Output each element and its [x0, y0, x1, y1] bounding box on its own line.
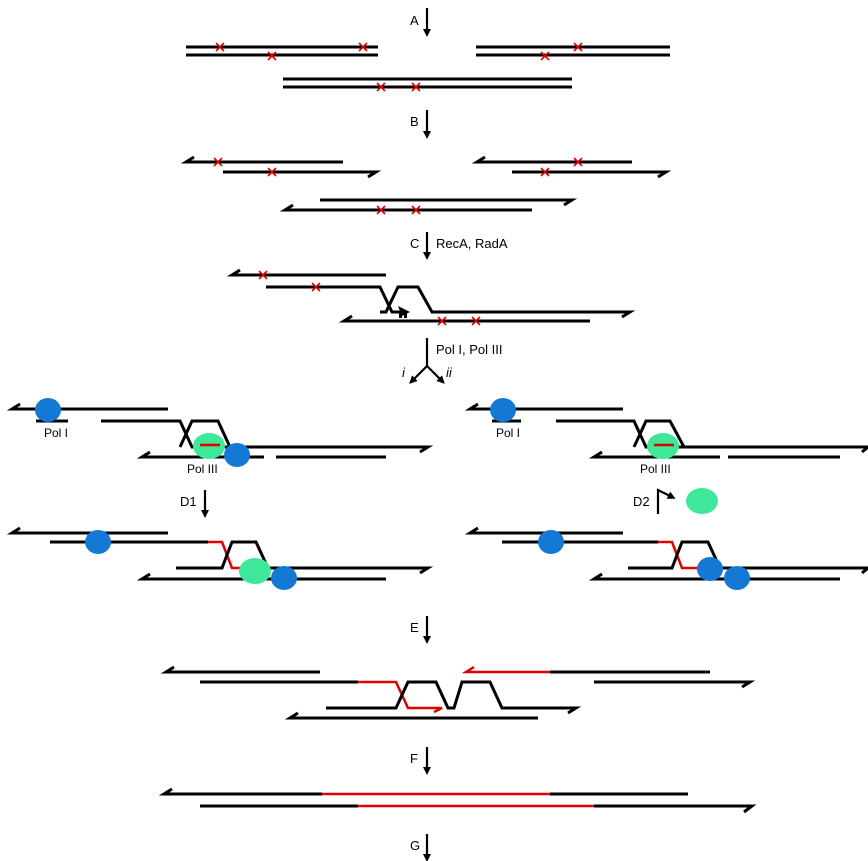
mismatch-mark — [573, 42, 583, 52]
mismatch-mark — [573, 157, 583, 167]
strand-di-3 — [178, 419, 434, 454]
row-a-duplexes — [186, 45, 670, 89]
strand-d2-3 — [628, 540, 868, 575]
pol-iii-label-i: Pol III — [187, 462, 218, 476]
primer-tick-1 — [399, 312, 402, 318]
duplex-left — [186, 45, 378, 57]
strand-dii-3 — [632, 419, 868, 454]
row-c-invasion — [226, 268, 636, 323]
mismatch-mark — [311, 282, 321, 292]
row-b-strands — [180, 155, 672, 212]
pol-i-blob-d1 — [85, 530, 111, 554]
strand-b5 — [320, 198, 578, 207]
mismatch-mark — [471, 316, 481, 326]
mismatch-mark — [376, 205, 386, 215]
d1-result — [6, 526, 434, 590]
strand-c1 — [226, 268, 386, 277]
strand-b6 — [279, 203, 532, 212]
pol-i-blob-d1-2 — [271, 566, 297, 590]
strand-c3 — [380, 285, 620, 314]
strand-dii-1 — [464, 402, 623, 411]
branch-i-complex: Pol I Pol III — [6, 398, 434, 476]
row-e-junctions — [160, 665, 756, 720]
pol-i-blob-ii — [490, 398, 516, 422]
strand-c4 — [338, 314, 590, 323]
strand-c2 — [266, 285, 406, 314]
step-b-label: B — [410, 114, 419, 129]
strand-e4 — [594, 680, 756, 689]
mismatch-mark — [267, 167, 277, 177]
step-g-label: G — [410, 838, 420, 853]
strand-f1-left — [158, 787, 322, 796]
strand-e1 — [160, 665, 320, 674]
branch-i-arrow — [409, 365, 428, 384]
strand-dii-2 — [556, 419, 720, 449]
step-d2-label: D2 — [633, 494, 650, 509]
strand-di-2 — [101, 419, 266, 449]
step-d1-label: D1 — [180, 494, 197, 509]
strand-b1 — [180, 155, 343, 164]
step-c-note: RecA, RadA — [436, 236, 508, 251]
pol-iii-blob-d1 — [239, 558, 271, 584]
strand-d1-1 — [6, 526, 168, 535]
strand-f2-right — [594, 804, 757, 814]
mismatch-mark — [376, 82, 386, 92]
mismatch-mark — [411, 82, 421, 92]
strand-c3-end — [432, 310, 636, 319]
strand-di-1 — [6, 402, 168, 411]
step-f-label: F — [410, 751, 418, 766]
branch-ii-label: ii — [446, 365, 453, 380]
strand-dii-4 — [588, 450, 840, 459]
branch-ii-arrow — [426, 365, 445, 384]
pol-iii-label-ii: Pol III — [640, 462, 671, 476]
pol-i-blob-d2-2 — [697, 557, 723, 581]
new-strand-e-left — [358, 680, 443, 714]
pol-i-blob-d2 — [538, 530, 564, 554]
new-strand-e-right — [461, 665, 550, 674]
step-d2-arrow — [656, 488, 676, 514]
strand-d1-3 — [176, 540, 434, 575]
primer-tick-2 — [404, 312, 407, 318]
mismatch-mark — [540, 51, 550, 61]
pol-i-blob — [35, 398, 61, 422]
duplex-right — [476, 45, 670, 57]
pol-iii-released-blob — [686, 488, 718, 514]
pol-i-blob-d2-3 — [724, 566, 750, 590]
pol-i-label-ii: Pol I — [496, 426, 520, 440]
strand-b3 — [471, 155, 632, 164]
strand-di-4 — [136, 450, 386, 459]
step-e-label: E — [410, 620, 419, 635]
strand-e5 — [326, 680, 582, 715]
strand-e6 — [284, 711, 538, 720]
strand-d2-1 — [464, 526, 623, 535]
mismatch-mark — [258, 270, 268, 280]
mismatch-mark — [437, 316, 447, 326]
mismatch-mark — [540, 167, 550, 177]
step-arrows: A B C RecA, RadA Pol I, Pol III i ii D1 … — [180, 8, 676, 861]
branch-i-label: i — [402, 365, 406, 380]
strand-d1-4 — [136, 572, 386, 581]
mismatch-mark — [267, 51, 277, 61]
pol-i-label-i: Pol I — [44, 426, 68, 440]
mismatch-mark — [411, 205, 421, 215]
mismatch-mark — [215, 42, 225, 52]
mismatch-mark — [358, 42, 368, 52]
pol-i-blob-2 — [224, 443, 250, 467]
mismatch-markers — [213, 42, 583, 326]
strand-b2 — [223, 170, 382, 179]
duplex-bottom — [283, 77, 572, 89]
row-f-product — [158, 787, 757, 814]
d2-result — [464, 526, 868, 590]
strand-d2-4 — [588, 572, 840, 581]
strand-b4 — [512, 170, 672, 179]
step-a-label: A — [410, 13, 419, 28]
branch-ii-complex: Pol I Pol III — [464, 398, 868, 514]
mismatch-mark — [213, 157, 223, 167]
step-c-label: C — [410, 236, 419, 251]
polymerase-note: Pol I, Pol III — [436, 342, 502, 357]
